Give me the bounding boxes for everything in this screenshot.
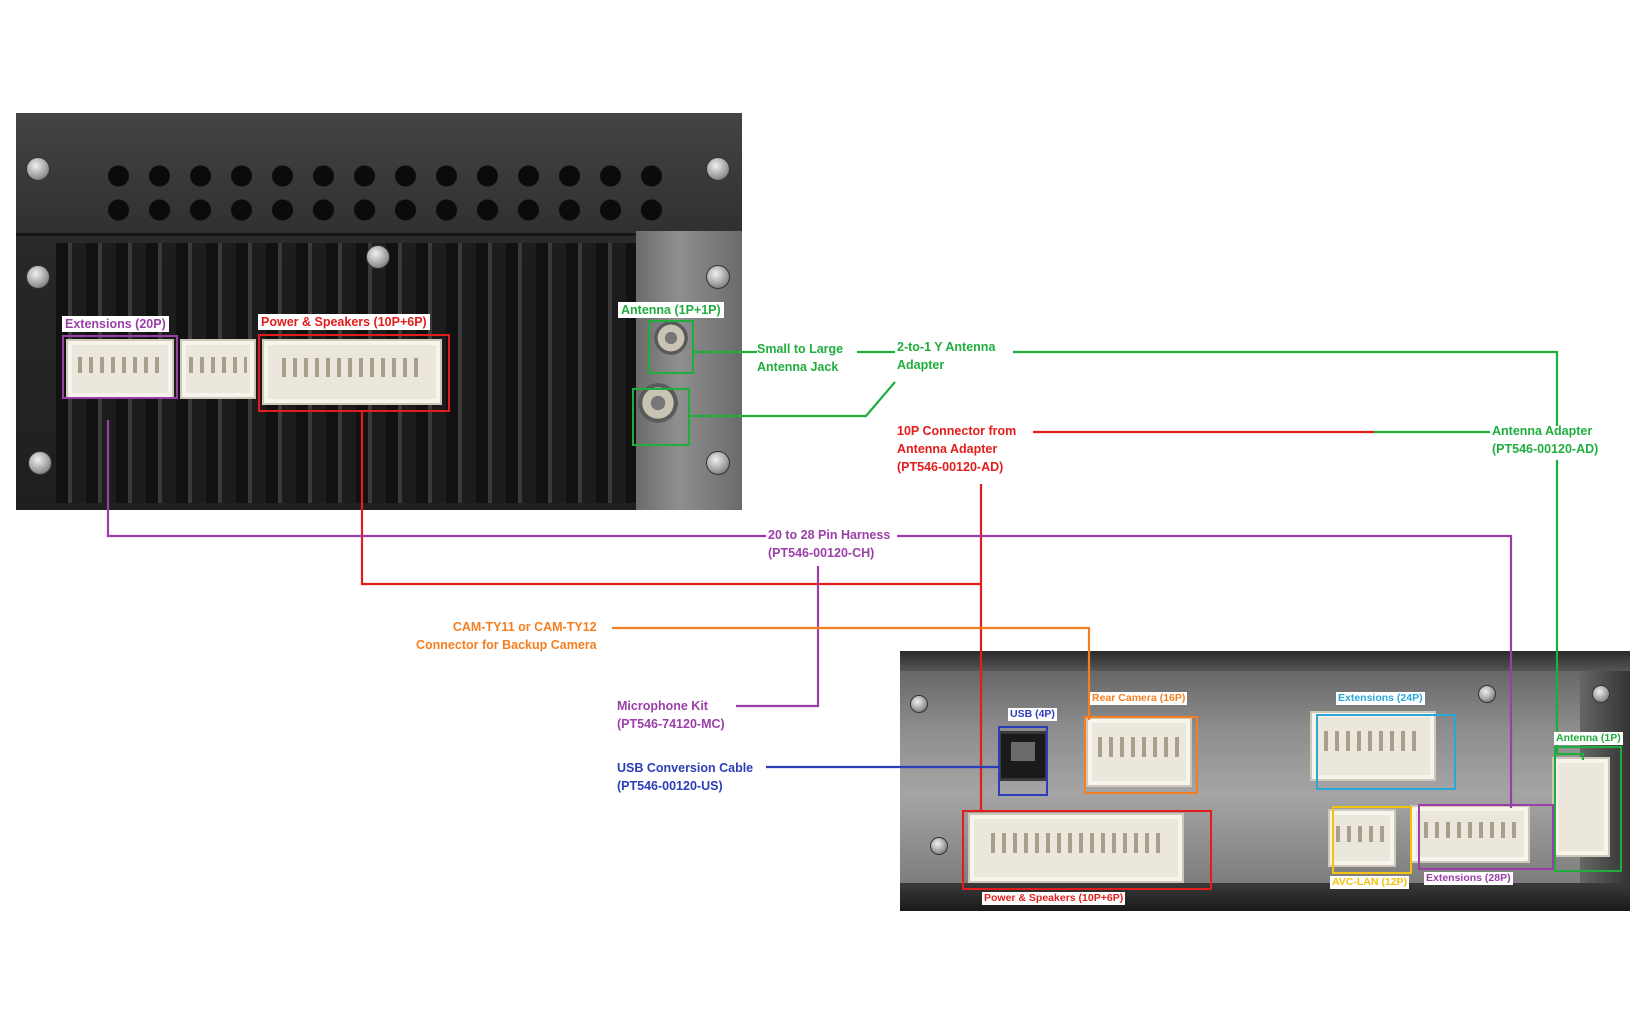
connector-avc-lan [1328,809,1396,867]
screw-icon [26,157,50,181]
box-antenna-a [648,320,694,374]
box-antenna-a-large [632,388,690,446]
wire-ext-purple-right [897,534,1513,808]
callout-mic: Microphone Kit (PT546-74120-MC) [617,699,725,731]
screw-icon [910,695,928,713]
callout-camera: CAM-TY11 or CAM-TY12 Connector for Backu… [416,620,597,652]
antenna-jack-small [654,321,688,355]
wire-power-red [360,410,981,586]
screw-icon [1478,685,1496,703]
box-extensions-28p [1418,804,1554,870]
unit-b-photo [900,651,1630,911]
screw-icon [28,451,52,475]
screw-icon [706,451,730,475]
screw-icon [930,837,948,855]
label-extensions-28p: Extensions (28P) [1424,872,1513,885]
box-rear-camera [1084,716,1198,794]
vent-holes [98,159,678,229]
box-usb [998,726,1048,796]
top-rim [900,651,1630,671]
callout-10p-connector: 10P Connector from Antenna Adapter (PT54… [897,424,1017,474]
box-extensions-20p [62,335,178,399]
label-usb: USB (4P) [1008,708,1057,721]
screw-icon [26,265,50,289]
wire-adapter-to-antenna1p [1555,460,1585,760]
connector-28p [1410,805,1530,863]
label-antenna-1p: Antenna (1P) [1554,732,1623,745]
label-extensions-20p: Extensions (20P) [62,316,169,332]
box-power-a [258,334,450,412]
callout-small-to-large: Small to Large Antenna Jack [757,342,844,374]
screw-icon [706,265,730,289]
screw-icon [706,157,730,181]
connector-power-b [968,813,1184,883]
wire-camera [612,626,1091,720]
box-avc-lan [1332,806,1412,874]
wire-mic [736,566,820,708]
callout-antenna-adapter: Antenna Adapter (PT546-00120-AD) [1492,424,1599,456]
connector-rear-camera [1086,717,1192,787]
label-rear-camera: Rear Camera (16P) [1090,692,1188,705]
label-antenna-a: Antenna (1P+1P) [618,302,724,318]
box-extensions-24p [1316,714,1456,790]
callout-harness: 20 to 28 Pin Harness (PT546-00120-CH) [768,528,891,560]
screw-icon [1592,685,1610,703]
label-extensions-24p: Extensions (24P) [1336,692,1425,705]
connector-antenna-1p [1552,757,1610,857]
connector-aux [180,339,256,399]
unit-a-photo [16,113,742,510]
label-power-a: Power & Speakers (10P+6P) [258,314,430,330]
box-power-b [962,810,1212,890]
label-avc-lan: AVC-LAN (12P) [1330,876,1410,889]
connector-24p [1310,711,1436,781]
callout-usb-cable: USB Conversion Cable (PT546-00120-US) [617,761,754,793]
label-power-b: Power & Speakers (10P+6P) [982,892,1126,905]
wire-y-to-adapter [1013,350,1559,426]
callout-y-adapter: 2-to-1 Y Antenna Adapter [897,340,996,372]
box-antenna-1p [1554,746,1622,872]
screw-icon [366,245,390,269]
usb-port [998,731,1048,781]
connector-power [262,339,442,405]
wire-antenna-large [690,381,896,418]
wire-ext-purple-left [106,420,766,538]
